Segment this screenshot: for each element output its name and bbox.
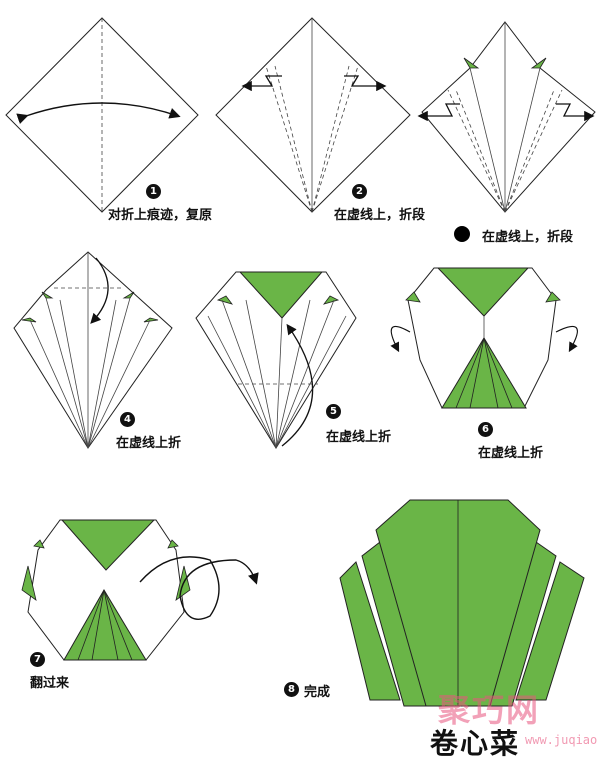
step-7-caption: 翻过来	[30, 676, 70, 691]
step-8-number: 8	[284, 682, 299, 697]
step-3-marker	[454, 226, 470, 242]
step-5-number: 5	[326, 404, 341, 419]
step-8-caption: 完成	[304, 685, 331, 700]
step-4-diagram	[13, 251, 173, 449]
diagram-title: 卷心菜	[430, 727, 521, 760]
step-1-number: 1	[146, 184, 161, 199]
step-4-caption: 在虚线上折	[116, 436, 182, 451]
step-2-diagram	[215, 17, 411, 213]
step-2-number: 2	[352, 184, 367, 199]
watermark-url: www.juqiao.com	[525, 733, 600, 747]
step-5-diagram	[195, 271, 357, 449]
step-8-finished-diagram	[339, 499, 585, 707]
step-7-number: 7	[30, 652, 45, 667]
step-3-diagram	[417, 21, 596, 213]
step-6-diagram	[390, 267, 578, 409]
step-4-number: 4	[120, 412, 135, 427]
step-1-diagram	[5, 17, 199, 213]
step-3-caption: 在虚线上，折段	[482, 230, 574, 245]
step-1-caption: 对折上痕迹，复原	[108, 208, 213, 223]
step-6-caption: 在虚线上折	[478, 446, 544, 461]
step-5-caption: 在虚线上折	[326, 430, 392, 445]
step-2-caption: 在虚线上，折段	[334, 208, 426, 223]
step-6-number: 6	[478, 422, 493, 437]
watermark-logo: 聚巧网	[438, 691, 541, 729]
step-7-diagram	[21, 519, 259, 661]
